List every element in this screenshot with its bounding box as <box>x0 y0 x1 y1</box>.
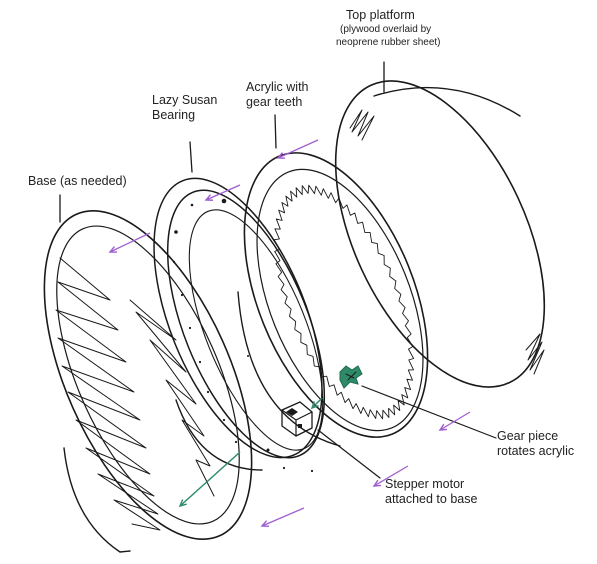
label-stepper-2: attached to base <box>385 492 477 507</box>
lazy-susan-bearing <box>120 142 357 481</box>
label-gear-piece-2: rotates acrylic <box>497 444 574 459</box>
gear-piece <box>340 366 496 438</box>
label-lazy-susan-2: Bearing <box>152 108 195 123</box>
stepper-motor <box>282 402 380 478</box>
bearing-holes <box>173 199 313 472</box>
arrowheads <box>110 153 447 527</box>
label-acrylic-2: gear teeth <box>246 95 302 110</box>
label-stepper-1: Stepper motor <box>385 477 464 492</box>
label-gear-piece-1: Gear piece <box>497 429 558 444</box>
base-plate <box>2 181 295 564</box>
label-top-platform: Top platform <box>346 8 415 23</box>
label-base: Base (as needed) <box>28 174 127 189</box>
label-acrylic-1: Acrylic with <box>246 80 309 95</box>
top-platform <box>293 49 588 419</box>
label-lazy-susan-1: Lazy Susan <box>152 93 217 108</box>
label-top-platform-note-1: (plywood overlaid by <box>340 24 431 36</box>
label-top-platform-note-2: neoprene rubber sheet) <box>336 37 441 49</box>
